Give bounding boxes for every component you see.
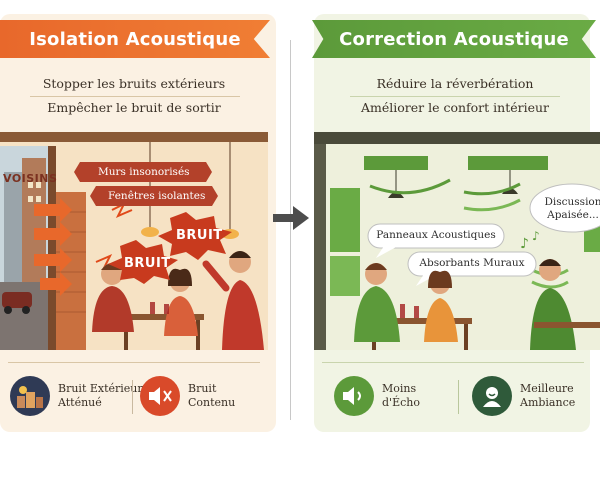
- speaker-muted-icon: [140, 376, 180, 416]
- svg-text:♪: ♪: [520, 236, 529, 252]
- footer-exterior-noise-text: Bruit Extérieur Atténué: [58, 382, 143, 409]
- correction-title: Correction Acoustique: [339, 28, 569, 50]
- happy-person-icon: [472, 376, 512, 416]
- footer-contained-noise: Bruit Contenu: [140, 376, 235, 416]
- footer-better-ambiance-text: Meilleure Ambiance: [520, 382, 576, 409]
- footer-better-ambiance: Meilleure Ambiance: [472, 376, 575, 416]
- building-night-icon: [10, 376, 50, 416]
- isolation-footer-separator: [132, 380, 133, 414]
- isolation-title-banner: Isolation Acoustique: [0, 20, 270, 58]
- correction-scene: ♪ ♪ Panneaux Acoustiques Absorbants Mura…: [314, 132, 600, 350]
- arrow-right-icon: [271, 204, 311, 236]
- bubble-acoustic-panels: Panneaux Acoustiques: [376, 229, 496, 241]
- noise-burst-2: BRUIT: [124, 256, 171, 271]
- panel-divider: [290, 40, 291, 420]
- speaker-low-icon: [334, 376, 374, 416]
- isolation-title: Isolation Acoustique: [29, 28, 241, 50]
- isolation-footer-rule: [8, 362, 260, 363]
- isolation-subtitle-2: Empêcher le bruit de sortir: [47, 100, 221, 115]
- neighbors-sign: VOISINS: [3, 172, 58, 185]
- correction-subtitle-1: Réduire la réverbération: [376, 76, 534, 91]
- footer-less-echo: Moins d'Écho: [334, 376, 420, 416]
- callout-walls: Murs insonorisés: [98, 166, 190, 178]
- isolation-subtitle-rule: [30, 96, 240, 97]
- correction-restaurant-illustration: ♪ ♪: [314, 132, 600, 350]
- isolation-scene: VOISINS Murs insonorisés Fenêtres isolan…: [0, 132, 268, 350]
- callout-windows: Fenêtres isolantes: [108, 190, 206, 202]
- correction-title-banner: Correction Acoustique: [312, 20, 596, 58]
- correction-footer-separator: [458, 380, 459, 414]
- noise-burst-1: BRUIT: [176, 228, 223, 243]
- footer-exterior-noise: Bruit Extérieur Atténué: [10, 376, 143, 416]
- bubble-calm-discussion: Discussion Apaisée...: [544, 196, 600, 221]
- correction-footer-rule: [322, 362, 584, 363]
- bubble-wall-absorbers: Absorbants Muraux: [419, 257, 525, 269]
- isolation-subtitle-1: Stopper les bruits extérieurs: [42, 76, 226, 91]
- footer-contained-noise-text: Bruit Contenu: [188, 382, 236, 409]
- svg-text:♪: ♪: [532, 229, 540, 243]
- correction-subtitle-2: Améliorer le confort intérieur: [360, 100, 550, 115]
- correction-subtitle-rule: [350, 96, 560, 97]
- footer-less-echo-text: Moins d'Écho: [382, 382, 420, 409]
- isolation-restaurant-illustration: [0, 132, 268, 350]
